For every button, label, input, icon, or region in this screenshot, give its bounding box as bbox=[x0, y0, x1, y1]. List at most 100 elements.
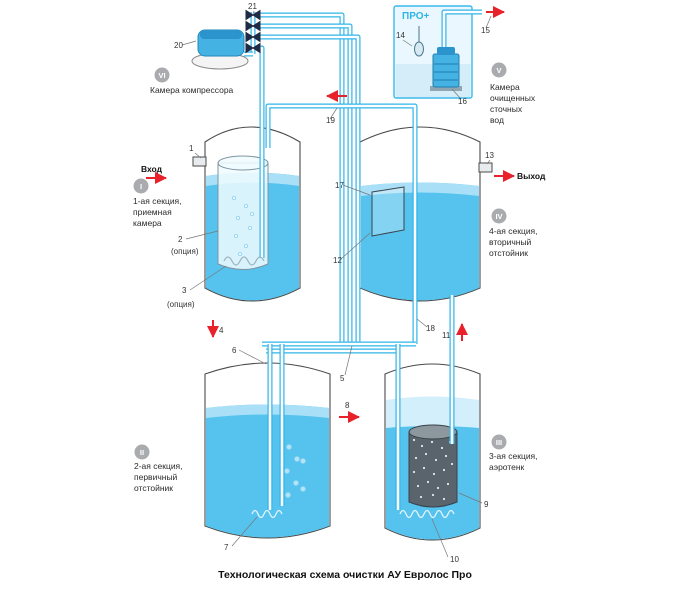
outlet-label: Выход bbox=[517, 171, 546, 181]
section-3-caption-line-2: аэротенк bbox=[489, 462, 525, 472]
section-1-caption-line-1: 1-ая секция, bbox=[133, 196, 182, 206]
part-number-4: 4 bbox=[219, 326, 224, 335]
section-5-annotation: V Камера очищенных сточных вод bbox=[490, 62, 536, 125]
badge-IV-label: IV bbox=[495, 212, 502, 221]
part-number-12: 12 bbox=[333, 256, 342, 265]
section-6-annotation: VI Камера компрессора bbox=[150, 67, 234, 95]
inlet-strainer-cylinder bbox=[217, 162, 269, 270]
section-5-caption-line-2: очищенных bbox=[490, 93, 536, 103]
part-number-14: 14 bbox=[396, 31, 405, 40]
tank3-aerator bbox=[399, 509, 455, 519]
section-5-caption-line-3: сточных bbox=[490, 104, 523, 114]
part-number-13: 13 bbox=[485, 151, 494, 160]
inlet-label: Вход bbox=[141, 164, 163, 174]
part-number-5: 5 bbox=[340, 374, 345, 383]
valve-4 bbox=[245, 42, 261, 54]
part-number-7: 7 bbox=[224, 543, 229, 552]
tank4-water-surface bbox=[361, 182, 479, 196]
section-1-caption-line-2: приемная bbox=[133, 207, 172, 217]
badge-VI bbox=[154, 67, 170, 83]
pipe-network bbox=[244, 9, 482, 510]
section-2-annotation: II 2-ая секция, первичный отстойник bbox=[134, 444, 183, 493]
section-1-annotation: I 1-ая секция, приемная камера bbox=[133, 178, 182, 228]
section-4-caption-line-2: вторичный bbox=[489, 237, 532, 247]
part-number-18: 18 bbox=[426, 324, 435, 333]
badge-III-label: III bbox=[496, 438, 502, 447]
recirculation-pipe bbox=[265, 103, 418, 344]
air-line-3 bbox=[258, 34, 361, 344]
valve-manifold bbox=[245, 9, 261, 54]
pump-base bbox=[430, 86, 462, 91]
badge-II-label: II bbox=[140, 448, 144, 457]
badge-III bbox=[491, 434, 507, 450]
tank2-diffuser bbox=[251, 509, 283, 519]
valve-3 bbox=[245, 31, 261, 43]
pro-plus-label: ПРО+ bbox=[402, 11, 430, 22]
part-number-15: 15 bbox=[481, 26, 490, 35]
section-4-annotation: IV 4-ая секция, вторичный отстойник bbox=[489, 208, 538, 258]
section-3-annotation: III 3-ая секция, аэротенк bbox=[489, 434, 538, 472]
part-number-21: 21 bbox=[248, 2, 257, 11]
tank4-water bbox=[361, 182, 479, 301]
section-3-caption-line-1: 3-ая секция, bbox=[489, 451, 538, 461]
drain-pump bbox=[430, 47, 462, 91]
float-switch bbox=[414, 26, 424, 57]
tank-section-1 bbox=[204, 126, 301, 302]
section-2-caption-line-1: 2-ая секция, bbox=[134, 461, 183, 471]
part-number-1: 1 bbox=[189, 144, 194, 153]
media-top bbox=[408, 424, 458, 440]
inlet-port bbox=[192, 156, 207, 167]
part-number-2: 2 bbox=[178, 235, 183, 244]
pump-cap bbox=[437, 47, 455, 55]
badge-IV bbox=[491, 208, 507, 224]
part-number-17: 17 bbox=[335, 181, 344, 190]
tank2-airlift-pipe bbox=[267, 344, 285, 510]
tank-section-4 bbox=[359, 126, 481, 302]
section-4-caption-line-1: 4-ая секция, bbox=[489, 226, 538, 236]
section-1-caption-line-3: камера bbox=[133, 218, 162, 228]
badge-VI-label: VI bbox=[158, 71, 165, 80]
tank1-aerator-coil bbox=[223, 256, 265, 266]
pump-discharge-pipe bbox=[441, 9, 482, 47]
section-2-caption-line-3: отстойник bbox=[134, 483, 173, 493]
option-label-2: (опция) bbox=[171, 247, 199, 256]
part-number-8: 8 bbox=[345, 401, 350, 410]
media-dots bbox=[412, 438, 454, 501]
media-body bbox=[408, 431, 458, 508]
air-line-2 bbox=[258, 23, 353, 344]
pro-plus-box bbox=[393, 5, 473, 99]
air-line-1 bbox=[258, 12, 345, 344]
valve-2 bbox=[245, 20, 261, 32]
part-number-20: 20 bbox=[174, 41, 183, 50]
section-6-caption-line-1: Камера компрессора bbox=[150, 85, 234, 95]
compressor-top bbox=[200, 30, 242, 39]
tank-section-3 bbox=[384, 363, 481, 541]
tank1-bubbles bbox=[231, 195, 254, 256]
pump-stripes bbox=[434, 63, 458, 81]
diagram-title: Технологическая схема очистки АУ Евролос… bbox=[218, 569, 472, 581]
section-4-caption-line-3: отстойник bbox=[489, 248, 528, 258]
part-number-3: 3 bbox=[182, 286, 187, 295]
badge-V-label: V bbox=[496, 66, 501, 75]
compressor bbox=[191, 29, 249, 70]
float-body bbox=[414, 41, 424, 57]
part-number-16: 16 bbox=[458, 97, 467, 106]
section-5-caption-line-1: Камера bbox=[490, 82, 520, 92]
part-number-9: 9 bbox=[484, 500, 489, 509]
part-number-11: 11 bbox=[442, 331, 451, 340]
manifold-pipe bbox=[262, 341, 416, 354]
leader-lines bbox=[181, 10, 492, 558]
part-number-19: 19 bbox=[326, 116, 335, 125]
outlet-port bbox=[478, 162, 493, 173]
part-number-6: 6 bbox=[232, 346, 237, 355]
clarifier-baffle-plate bbox=[371, 186, 405, 237]
biofilter-media bbox=[408, 424, 458, 508]
badge-I bbox=[133, 178, 149, 194]
section-5-caption-line-4: вод bbox=[490, 115, 504, 125]
option-label-3: (опция) bbox=[167, 300, 195, 309]
pump-body bbox=[432, 53, 460, 88]
tank2-bubbles bbox=[284, 444, 306, 498]
part-number-10: 10 bbox=[450, 555, 459, 564]
part-numbers: 1 2 (опция) 3 (опция) 4 5 6 7 8 9 10 11 … bbox=[167, 2, 494, 564]
